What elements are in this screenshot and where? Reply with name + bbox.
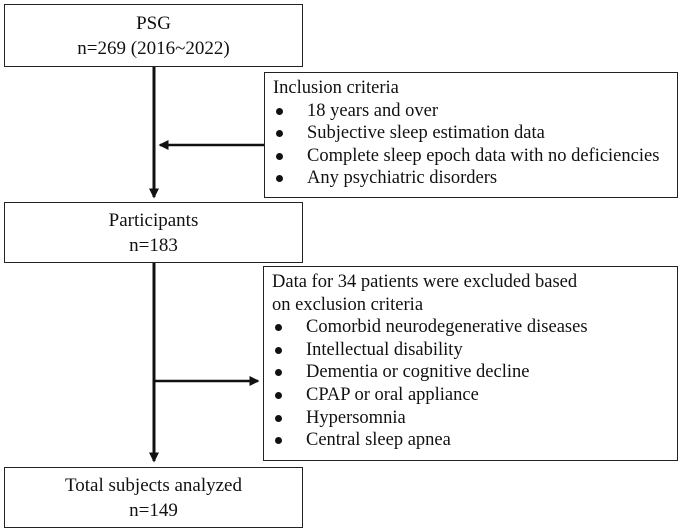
exclusion-criteria-item-text: Hypersomnia <box>306 407 406 428</box>
bullet-icon <box>275 414 282 422</box>
exclusion-criteria-heading-line1: Data for 34 patients were excluded based <box>272 272 578 292</box>
bullet-icon <box>276 130 283 138</box>
exclusion-criteria-item: CPAP or oral appliance <box>272 384 671 407</box>
bullet-icon <box>275 391 282 399</box>
exclusion-criteria-item: Hypersomnia <box>272 407 671 430</box>
bullet-icon <box>275 346 282 354</box>
bullet-icon <box>276 107 283 115</box>
inclusion-criteria-item: Complete sleep epoch data with no defici… <box>273 145 671 168</box>
exclusion-criteria-item-text: Dementia or cognitive decline <box>306 362 530 383</box>
total-subjects-box: Total subjects analyzed n=149 <box>4 467 303 528</box>
bullet-icon <box>275 324 282 332</box>
exclusion-criteria-item-text: Intellectual disability <box>306 339 463 360</box>
exclusion-criteria-item-text: Comorbid neurodegenerative diseases <box>306 317 588 338</box>
exclusion-criteria-list: Comorbid neurodegenerative diseases Inte… <box>272 316 671 452</box>
bullet-icon <box>275 437 282 445</box>
participants-title: Participants <box>108 209 199 231</box>
participants-box: Participants n=183 <box>4 202 303 263</box>
exclusion-criteria-item: Intellectual disability <box>272 339 671 362</box>
participants-count: n=183 <box>129 234 178 256</box>
exclusion-criteria-item-text: Central sleep apnea <box>306 430 451 451</box>
inclusion-criteria-item-text: Any psychiatric disorders <box>307 168 498 189</box>
inclusion-criteria-item: Subjective sleep estimation data <box>273 122 671 145</box>
inclusion-criteria-item-text: Subjective sleep estimation data <box>307 123 545 144</box>
exclusion-criteria-item: Dementia or cognitive decline <box>272 361 671 384</box>
inclusion-criteria-item: Any psychiatric disorders <box>273 167 671 190</box>
exclusion-criteria-box: Data for 34 patients were excluded based… <box>263 266 678 461</box>
inclusion-criteria-heading: Inclusion criteria <box>273 78 399 98</box>
total-subjects-title: Total subjects analyzed <box>65 474 242 496</box>
psg-box: PSG n=269 (2016~2022) <box>4 4 303 67</box>
exclusion-criteria-item: Comorbid neurodegenerative diseases <box>272 316 671 339</box>
inclusion-criteria-item-text: Complete sleep epoch data with no defici… <box>307 145 660 166</box>
bullet-icon <box>275 369 282 377</box>
inclusion-criteria-item: 18 years and over <box>273 100 671 123</box>
inclusion-criteria-list: 18 years and over Subjective sleep estim… <box>273 100 671 190</box>
inclusion-criteria-item-text: 18 years and over <box>307 100 438 121</box>
bullet-icon <box>276 175 283 183</box>
exclusion-criteria-item: Central sleep apnea <box>272 429 671 452</box>
inclusion-criteria-box: Inclusion criteria 18 years and over Sub… <box>264 72 678 198</box>
bullet-icon <box>276 152 283 160</box>
exclusion-criteria-item-text: CPAP or oral appliance <box>306 384 479 405</box>
psg-count: n=269 (2016~2022) <box>77 37 230 59</box>
psg-title: PSG <box>136 12 171 34</box>
exclusion-criteria-heading-line2: on exclusion criteria <box>272 294 424 315</box>
total-subjects-count: n=149 <box>129 499 178 521</box>
